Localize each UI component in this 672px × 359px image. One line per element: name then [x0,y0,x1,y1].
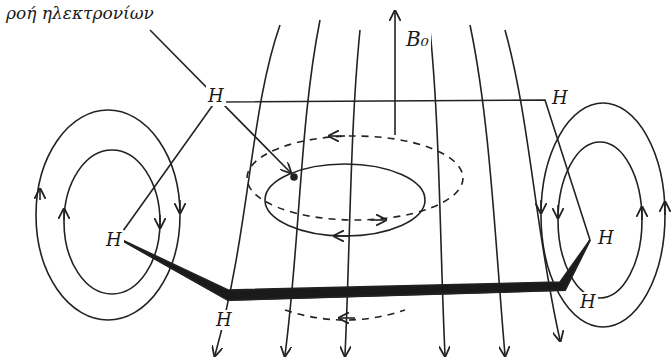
annotation-text: ροή ηλεκτρονίων [4,4,156,23]
field-label: B₀ [404,28,431,50]
atom-label: H [206,86,226,106]
atom-label: H [214,310,234,330]
atom-label: H [104,230,124,250]
atom-label: H [578,292,598,312]
atom-label: H [550,88,570,108]
atom-label: H [596,228,616,248]
